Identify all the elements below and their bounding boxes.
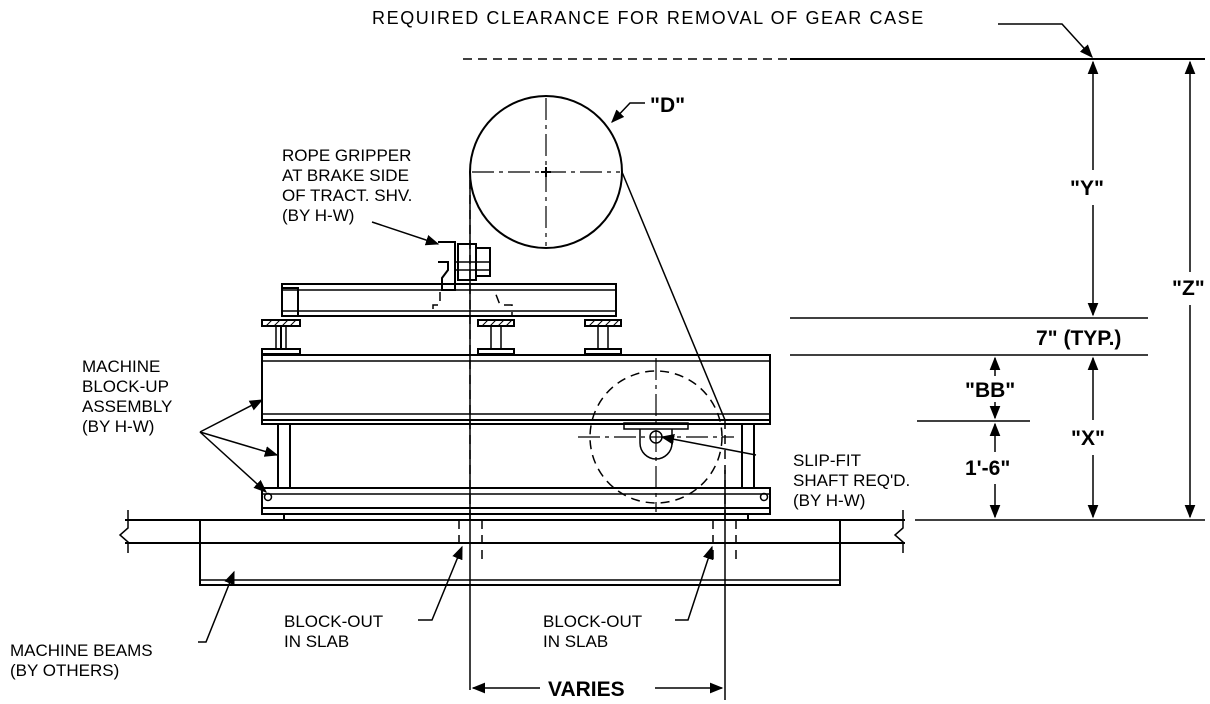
svg-text:MACHINE: MACHINE	[82, 357, 160, 376]
clearance-line	[463, 23, 1205, 60]
dim-bb-label: "BB"	[965, 379, 1015, 402]
svg-text:BLOCK-UP: BLOCK-UP	[82, 377, 169, 396]
svg-text:(BY OTHERS): (BY OTHERS)	[10, 661, 119, 680]
upper-bedplate	[281, 283, 617, 317]
sheave-d-label: "D"	[650, 94, 685, 117]
upper-support-beams	[261, 319, 622, 355]
svg-text:(BY H-W): (BY H-W)	[282, 206, 354, 225]
svg-text:AT BRAKE SIDE: AT BRAKE SIDE	[282, 166, 409, 185]
svg-text:OF TRACT. SHV.: OF TRACT. SHV.	[282, 186, 412, 205]
svg-text:(BY H-W): (BY H-W)	[82, 417, 154, 436]
clearance-label: REQUIRED CLEARANCE FOR REMOVAL OF GEAR C…	[372, 8, 925, 28]
svg-text:BLOCK-OUT: BLOCK-OUT	[543, 612, 642, 631]
rope-gripper	[371, 221, 513, 317]
block-outs	[458, 180, 737, 560]
svg-text:MACHINE BEAMS: MACHINE BEAMS	[10, 641, 153, 660]
svg-text:IN SLAB: IN SLAB	[284, 632, 349, 651]
svg-text:SHAFT REQ'D.: SHAFT REQ'D.	[793, 471, 910, 490]
svg-text:(BY H-W): (BY H-W)	[793, 491, 865, 510]
dim-varies-label: VARIES	[548, 678, 625, 701]
dim-7-typ-label: 7" (TYP.)	[1036, 327, 1121, 350]
rope-gripper-note: ROPE GRIPPER AT BRAKE SIDE OF TRACT. SHV…	[282, 146, 412, 225]
dim-1-6-label: 1'-6"	[965, 457, 1010, 480]
svg-text:ROPE GRIPPER: ROPE GRIPPER	[282, 146, 411, 165]
block-up-assembly	[261, 354, 771, 520]
block-out-left-note: BLOCK-OUT IN SLAB	[284, 612, 383, 651]
svg-text:IN SLAB: IN SLAB	[543, 632, 608, 651]
dim-z-label: "Z"	[1172, 277, 1205, 300]
block-out-right-note: BLOCK-OUT IN SLAB	[543, 612, 642, 651]
dimension-varies	[471, 470, 726, 700]
extension-lines	[790, 317, 1205, 521]
floor-slab	[118, 510, 905, 553]
machine-beams-note: MACHINE BEAMS (BY OTHERS)	[10, 641, 153, 680]
svg-text:ASSEMBLY: ASSEMBLY	[82, 397, 172, 416]
block-up-note: MACHINE BLOCK-UP ASSEMBLY (BY H-W)	[82, 357, 172, 436]
traction-sheave	[469, 95, 645, 249]
svg-text:BLOCK-OUT: BLOCK-OUT	[284, 612, 383, 631]
slip-fit-note: SLIP-FIT SHAFT REQ'D. (BY H-W)	[793, 451, 910, 510]
svg-text:SLIP-FIT: SLIP-FIT	[793, 451, 861, 470]
leader-lines	[198, 399, 714, 643]
machine-beams	[199, 519, 841, 586]
dim-y-label: "Y"	[1070, 177, 1104, 200]
gear-case-outline	[578, 358, 757, 512]
dim-x-label: "X"	[1071, 427, 1105, 450]
